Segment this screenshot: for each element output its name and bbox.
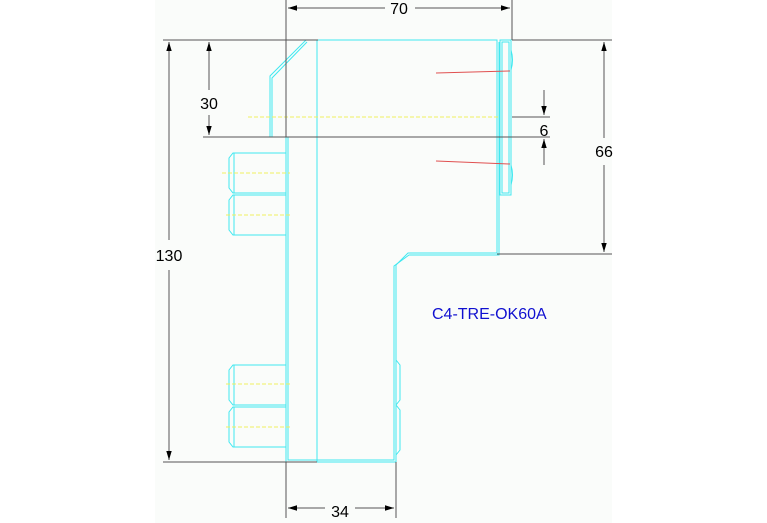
part-label: C4-TRE-OK60A bbox=[432, 306, 547, 323]
dim-height-total: 130 bbox=[156, 248, 183, 265]
dim-width-bottom: 34 bbox=[331, 504, 349, 521]
dim-height-upper: 30 bbox=[200, 96, 218, 113]
centerlines bbox=[222, 116, 500, 428]
dim-height-right: 66 bbox=[595, 144, 613, 161]
part-outline bbox=[228, 39, 513, 463]
drawing-canvas bbox=[155, 0, 612, 523]
dim-width-top: 70 bbox=[390, 1, 408, 18]
dimension-lines bbox=[163, 0, 612, 518]
hidden-lines bbox=[435, 70, 511, 165]
dim-gap-small: 6 bbox=[540, 123, 549, 140]
